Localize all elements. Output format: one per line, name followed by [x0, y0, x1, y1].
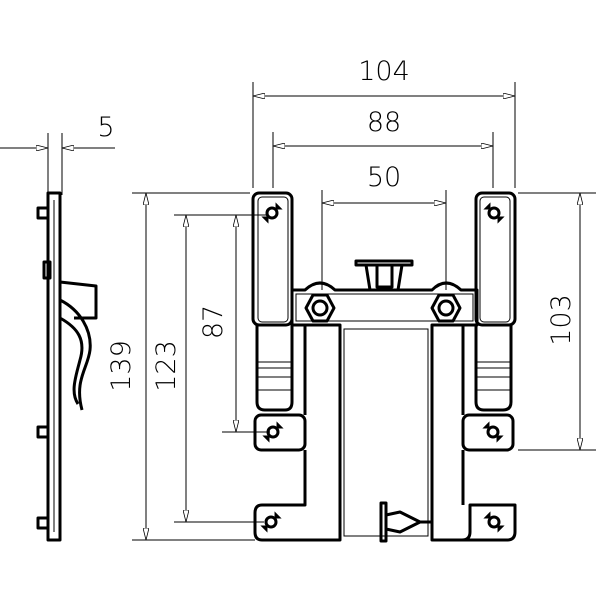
hex-nut-right-icon — [430, 293, 462, 323]
dim-text-87: 87 — [198, 305, 229, 339]
dimension-123 — [132, 192, 255, 541]
dimension-103 — [518, 192, 596, 451]
top-clip — [354, 259, 414, 291]
dimension-104 — [252, 82, 516, 188]
dim-text-104: 104 — [358, 56, 410, 87]
dim-text-50: 50 — [367, 162, 401, 193]
screw-holes — [260, 202, 505, 533]
dim-text-88: 88 — [367, 107, 401, 138]
dim-text-103: 103 — [546, 294, 577, 346]
dim-text-5: 5 — [97, 112, 114, 143]
dimension-5 — [0, 133, 115, 195]
dim-text-123: 123 — [151, 340, 182, 392]
dim-text-139: 139 — [106, 340, 137, 392]
hex-nut-left-icon — [304, 293, 336, 323]
side-view — [36, 191, 98, 542]
dimension-50 — [321, 190, 447, 290]
bracket-front-view — [251, 191, 517, 543]
dimension-88 — [272, 132, 494, 188]
plug-fastener — [379, 501, 432, 543]
